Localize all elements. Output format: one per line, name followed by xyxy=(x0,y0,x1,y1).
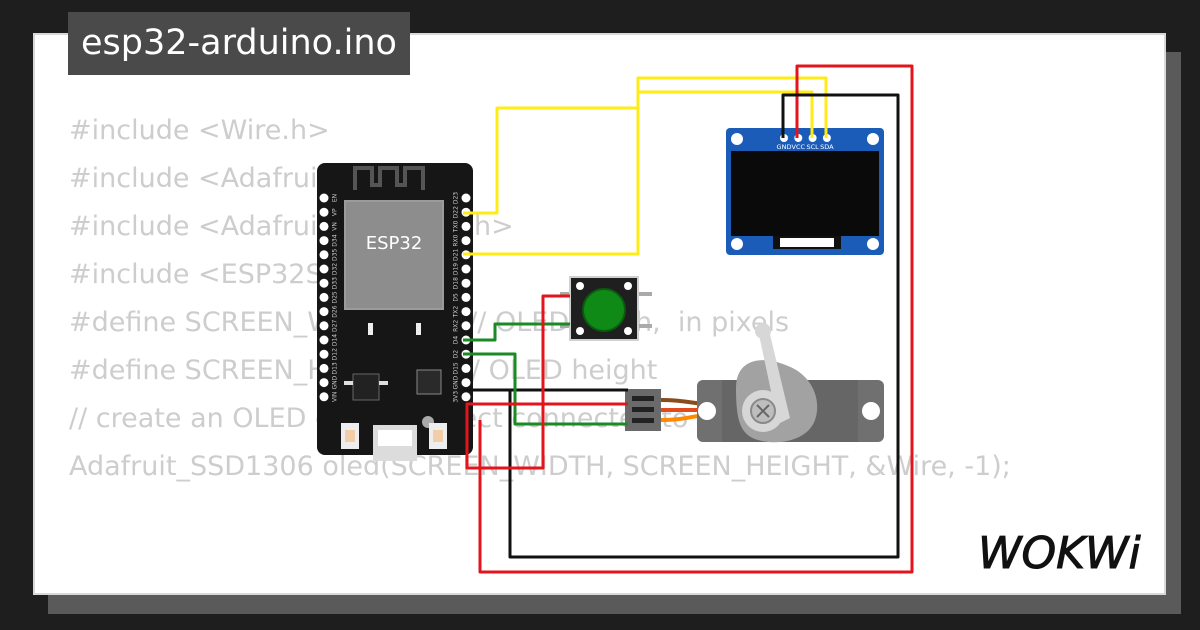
esp32-pin-label: GND xyxy=(453,375,460,389)
esp32-pin[interactable] xyxy=(319,307,329,317)
esp32-pin[interactable] xyxy=(319,221,329,231)
wokwi-logo[interactable]: WOKWi xyxy=(978,524,1150,577)
wire-servo-power[interactable] xyxy=(465,294,628,470)
esp32-pin-label: D34 xyxy=(332,234,339,246)
esp32-pin-label: VP xyxy=(332,208,339,216)
esp32-pin-label: D12 xyxy=(332,348,339,360)
esp32-pin-label: D25 xyxy=(332,291,339,303)
esp32-right-pins xyxy=(461,193,471,402)
esp32-pin[interactable] xyxy=(461,307,471,317)
esp32-pin[interactable] xyxy=(319,236,329,246)
esp32-pin-label: D19 xyxy=(453,263,460,275)
esp32-pin-label: D14 xyxy=(332,334,339,346)
oled-pin-label: VCC xyxy=(792,143,806,151)
esp32-pin[interactable] xyxy=(461,363,471,373)
esp32-pin-label: D2 xyxy=(453,350,460,359)
esp32-pin[interactable] xyxy=(319,335,329,345)
esp32-pin[interactable] xyxy=(319,378,329,388)
project-title[interactable]: esp32-arduino.ino xyxy=(68,12,410,75)
wire-sda[interactable] xyxy=(463,90,814,256)
esp32-pin[interactable] xyxy=(461,392,471,402)
esp32-pin-label: D23 xyxy=(453,192,460,204)
wire-button[interactable] xyxy=(463,322,570,342)
esp32-pin[interactable] xyxy=(319,349,329,359)
esp32-pin-label: RX0 xyxy=(453,234,460,246)
esp32-left-pins xyxy=(319,193,329,402)
esp32-pin[interactable] xyxy=(461,221,471,231)
esp32-pin-label: D26 xyxy=(332,305,339,317)
esp32-pin[interactable] xyxy=(319,250,329,260)
esp32-pin-label: TX2 xyxy=(453,306,460,319)
servo-motor[interactable] xyxy=(625,323,884,443)
esp32-pin-label: D18 xyxy=(453,277,460,289)
esp32-pin[interactable] xyxy=(319,321,329,331)
esp32-pin[interactable] xyxy=(319,207,329,217)
esp32-pin-label: D32 xyxy=(332,263,339,275)
esp32-pin[interactable] xyxy=(461,378,471,388)
esp32-chip-label: ESP32 xyxy=(366,233,423,254)
esp32-pin-label: EN xyxy=(332,194,339,202)
esp32-pin[interactable] xyxy=(461,278,471,288)
esp32-pin-label: GND xyxy=(332,375,339,389)
esp32-pin-label: D5 xyxy=(453,293,460,302)
esp32-pin-label: RX2 xyxy=(453,320,460,332)
esp32-pin-label: 3V3 xyxy=(453,391,460,403)
esp32-pin[interactable] xyxy=(461,321,471,331)
code-line: #include <Wire.h> xyxy=(69,115,330,146)
esp32-pin-label: VIN xyxy=(332,392,339,402)
esp32-board[interactable]: ESP32 xyxy=(317,163,473,461)
esp32-pin-label: D22 xyxy=(453,206,460,218)
esp32-pin[interactable] xyxy=(461,264,471,274)
esp32-pin[interactable] xyxy=(319,292,329,302)
wire-vcc[interactable] xyxy=(478,64,914,574)
esp32-pin-label: VN xyxy=(332,222,339,231)
esp32-pin[interactable] xyxy=(319,193,329,203)
oled-pin-label: SCL xyxy=(806,143,819,151)
esp32-pin-label: D15 xyxy=(453,362,460,374)
esp32-pin-label: D35 xyxy=(332,248,339,260)
wires xyxy=(463,64,914,574)
push-button[interactable] xyxy=(560,276,652,341)
oled-pin-label: SDA xyxy=(820,143,834,151)
esp32-pin[interactable] xyxy=(319,264,329,274)
esp32-pin[interactable] xyxy=(319,363,329,373)
esp32-pin[interactable] xyxy=(461,292,471,302)
wokwi-logo-text: WOKWi xyxy=(978,528,1141,576)
esp32-pin[interactable] xyxy=(319,278,329,288)
oled-pin-label: GND xyxy=(777,143,792,151)
esp32-pin-label: D33 xyxy=(332,277,339,289)
wire-servo-signal[interactable] xyxy=(463,352,628,426)
esp32-pin-label: D4 xyxy=(453,336,460,345)
esp32-pin-label: D21 xyxy=(453,248,460,260)
esp32-pin[interactable] xyxy=(319,392,329,402)
esp32-pin-label: D27 xyxy=(332,319,339,331)
esp32-pin[interactable] xyxy=(461,193,471,203)
esp32-pin-label: TX0 xyxy=(453,220,460,233)
esp32-pin[interactable] xyxy=(461,236,471,246)
esp32-pin-label: D13 xyxy=(332,362,339,374)
